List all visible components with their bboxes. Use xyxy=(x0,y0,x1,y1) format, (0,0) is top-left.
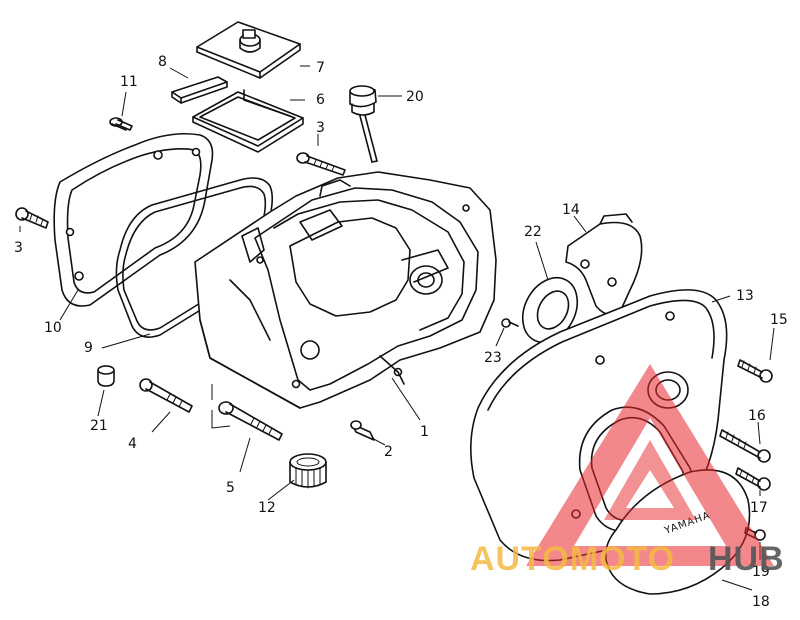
callout-12: 12 xyxy=(258,500,276,516)
part-22-oil-seal xyxy=(521,276,579,344)
part-7-cap-cover xyxy=(196,21,301,79)
part-11-screw xyxy=(109,117,133,131)
callout-6: 6 xyxy=(316,92,325,108)
part-12-bearing xyxy=(289,453,327,489)
watermark-text-automoto: AUTOMOTO xyxy=(470,540,675,578)
callout-14: 14 xyxy=(562,202,580,218)
part-8-strip-plate xyxy=(171,76,228,104)
callout-22: 22 xyxy=(524,224,542,240)
part-3-screw-left xyxy=(15,207,49,229)
callout-16: 16 xyxy=(748,408,766,424)
part-6-gasket-frame xyxy=(192,89,304,153)
part-3-screw-upper xyxy=(296,152,346,176)
callout-18: 18 xyxy=(752,594,770,610)
callout-15: 15 xyxy=(770,312,788,328)
part-16-screw xyxy=(719,429,771,463)
part-21-plug xyxy=(97,365,115,387)
callout-19: 19 xyxy=(752,564,770,580)
watermark-text-hub: HUB xyxy=(708,540,785,578)
part-2-dowel-pin xyxy=(350,420,375,441)
part-20-oil-level-gauge xyxy=(349,85,378,163)
part-17-screw xyxy=(735,467,771,491)
callout-2: 2 xyxy=(384,444,393,460)
callout-9: 9 xyxy=(84,340,93,356)
part-23-screw xyxy=(501,318,519,328)
callout-21: 21 xyxy=(90,418,108,434)
callout-7: 7 xyxy=(316,60,325,76)
callout-5: 5 xyxy=(226,480,235,496)
callout-20: 20 xyxy=(406,89,424,105)
part-15-screw xyxy=(737,359,773,383)
callout-8: 8 xyxy=(158,54,167,70)
callout-4: 4 xyxy=(128,436,137,452)
part-5-bolt xyxy=(218,401,283,441)
callout-23: 23 xyxy=(484,350,502,366)
callout-11: 11 xyxy=(120,74,138,90)
callout-17: 17 xyxy=(750,500,768,516)
watermark-triangle xyxy=(526,364,774,566)
watermark-logo: AUTOMOTO HUB xyxy=(470,364,785,578)
callout-10: 10 xyxy=(44,320,62,336)
callout-1: 1 xyxy=(420,424,429,440)
part-4-bolt xyxy=(139,378,193,413)
leader-lines xyxy=(19,65,775,591)
part-1-crankcase xyxy=(194,171,497,409)
callout-13: 13 xyxy=(736,288,754,304)
callout-3-left: 3 xyxy=(14,240,23,256)
callout-labels: 1 2 3 3 4 5 6 7 8 9 10 11 12 13 14 15 16… xyxy=(14,54,788,610)
callout-3-upper: 3 xyxy=(316,120,325,136)
